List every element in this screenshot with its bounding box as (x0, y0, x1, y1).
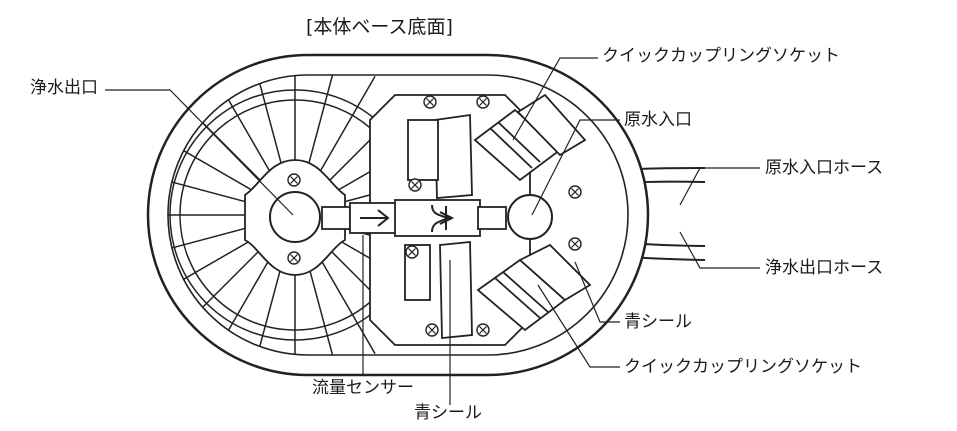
raw-water-inlet-port (507, 194, 553, 240)
leader-lines (105, 57, 760, 405)
screw-icon (476, 95, 490, 109)
label-flow-sensor: 流量センサー (312, 378, 414, 398)
label-blue-seal-bottom: 青シール (414, 403, 482, 423)
quick-coupling-socket-bottom-body (476, 243, 592, 332)
leader-purified-outlet-hose (679, 231, 760, 269)
flow-sensor (321, 199, 507, 237)
flow-arrow-icon (360, 209, 390, 227)
label-purified-outlet-hose: 浄水出口ホース (765, 258, 884, 278)
label-raw-water-inlet: 原水入口 (624, 110, 692, 130)
screw-icon (568, 185, 582, 199)
diagram-title: [本体ベース底面] (306, 16, 453, 38)
leader-raw-water-inlet-hose (679, 167, 760, 206)
screw-icon (568, 237, 582, 251)
label-raw-water-inlet-hose: 原水入口ホース (765, 158, 884, 178)
screw-icon (425, 323, 439, 337)
screw-icon (287, 173, 301, 187)
quick-coupling-socket-top-body (473, 93, 587, 182)
label-purified-outlet: 浄水出口 (30, 78, 98, 98)
label-quick-coupling-socket-top: クイックカップリングソケット (602, 46, 840, 66)
screw-icon (408, 178, 422, 192)
leader-purified-outlet (105, 89, 294, 216)
label-quick-coupling-socket-bottom: クイックカップリングソケット (624, 357, 862, 377)
leader-quick-coupling-top (512, 57, 598, 141)
flow-split-arrow-icon (431, 204, 455, 233)
vertical-pipes (404, 113, 473, 339)
leader-quick-coupling-bottom (537, 284, 620, 368)
label-blue-seal-right: 青シール (624, 312, 692, 332)
leader-raw-water-inlet (531, 119, 620, 216)
screws (287, 95, 582, 337)
screw-icon (287, 251, 301, 265)
screw-icon (423, 95, 437, 109)
leader-blue-seal-right (574, 261, 620, 323)
screw-icon (476, 323, 490, 337)
screw-icon (405, 245, 419, 259)
